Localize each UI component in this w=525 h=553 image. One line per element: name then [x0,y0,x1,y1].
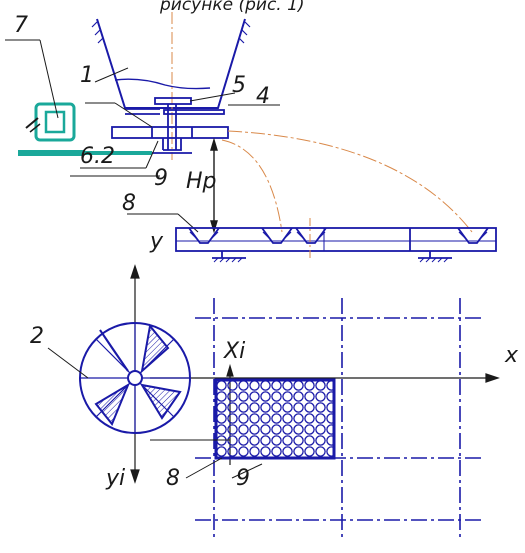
label-6-2: 6.2 [80,144,115,169]
conveyor-tray [175,227,497,259]
label-4: 4 [256,84,270,109]
label-hp: Hp [186,169,217,194]
leader-lines [5,39,280,233]
label-7: 7 [14,13,28,38]
label-y-side: y [149,229,164,254]
labels: 7 1 5 4 6.2 9 Hp 8 y 2 Xi x yi 8 9 [14,13,519,491]
label-2: 2 [30,324,44,349]
top-caption-text: рисунке (рис. 1) [159,0,305,15]
label-1: 1 [80,63,94,88]
support-hatching [213,257,449,263]
x-axis [150,373,500,383]
label-xi: Xi [223,339,245,364]
label-8-side: 8 [122,191,136,216]
rotor-disk [79,322,191,434]
label-9-plan: 9 [236,466,250,491]
label-x: x [504,343,519,368]
label-yi: yi [105,466,125,491]
cell-tray [214,378,336,460]
label-9-side: 9 [154,166,168,191]
plan-leaders [47,347,263,479]
dosing-unit [111,97,229,154]
label-8-plan: 8 [166,466,180,491]
label-5: 5 [232,73,246,98]
trajectory-arcs [221,130,473,233]
height-dimension [210,137,218,234]
